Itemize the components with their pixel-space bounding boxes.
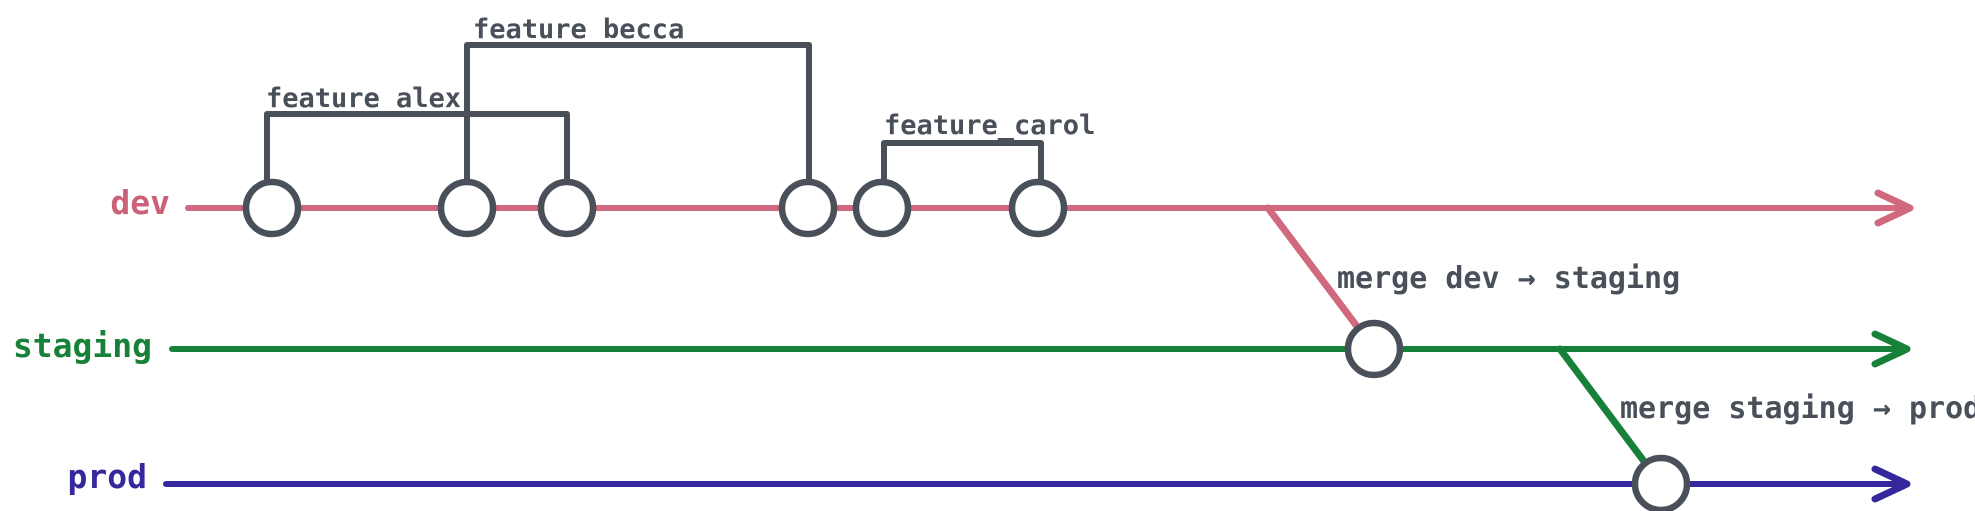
merge-label-0: merge dev → staging — [1337, 261, 1680, 296]
feature-label-2: feature_carol — [884, 110, 1095, 141]
branch-label-dev: dev — [110, 183, 170, 222]
commit-node-dev-0 — [242, 178, 302, 238]
commit-node-prod-7 — [1631, 454, 1691, 511]
branch-label-prod: prod — [68, 457, 147, 496]
commit-node-dev-2 — [537, 178, 597, 238]
merge-label-1: merge staging → prod — [1620, 391, 1975, 426]
commit-node-dev-4 — [852, 178, 912, 238]
arrowhead-icon-dev — [1874, 189, 1914, 227]
feature-label-0: feature_alex — [266, 83, 461, 114]
commit-node-dev-1 — [437, 178, 497, 238]
feature-bracket-1 — [464, 42, 812, 183]
commit-node-dev-3 — [778, 178, 838, 238]
branch-label-staging: staging — [13, 326, 152, 365]
feature-label-1: feature_becca — [473, 14, 684, 45]
feature-bracket-0 — [264, 111, 570, 183]
commit-node-dev-5 — [1008, 178, 1068, 238]
commit-node-staging-6 — [1344, 319, 1404, 379]
feature-bracket-2 — [881, 140, 1044, 183]
merge-line-dev-to-staging — [1264, 204, 1378, 353]
arrowhead-icon-staging — [1871, 330, 1911, 368]
arrowhead-icon-prod — [1871, 465, 1911, 503]
